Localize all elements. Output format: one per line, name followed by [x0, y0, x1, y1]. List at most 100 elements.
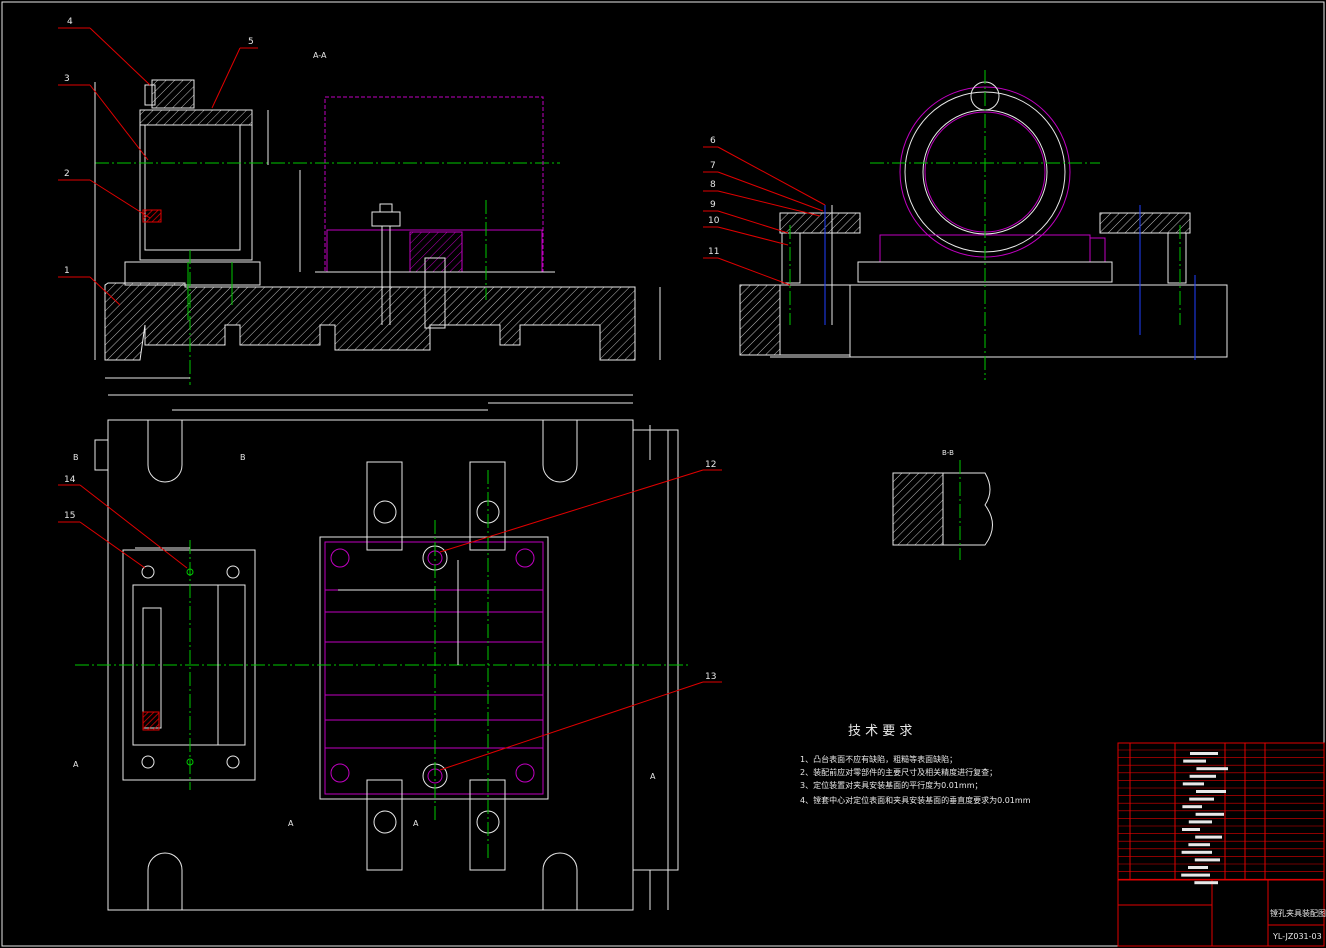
balloon-9: 9: [710, 200, 716, 210]
tech-req-title: 技 术 要 求: [848, 724, 912, 739]
parts-list-cell-mark: [1188, 820, 1212, 824]
parts-list-cell-mark: [1181, 873, 1210, 877]
balloon-leaders: [58, 27, 826, 771]
cut-marker-b-right: B: [240, 453, 246, 462]
screw-hole-4: [226, 755, 240, 769]
drawing-number: YL-JZ031-03: [1272, 932, 1322, 941]
nut: [371, 211, 401, 227]
drawing-name: 镗孔夹具装配图: [1270, 908, 1326, 918]
cut-marker-a-bottom-2: A: [413, 819, 419, 828]
tech-req-4: 4、镗套中心对定位表面和夹具安装基面的垂直度要求为0.01mm: [800, 795, 1031, 805]
parts-list-rows: [1118, 749, 1324, 885]
title-block: [1117, 742, 1325, 947]
u-slot-bottom-left: [147, 852, 183, 910]
base-plate: [104, 282, 636, 361]
parts-list-cell-mark: [1190, 752, 1218, 755]
top-key: [142, 711, 160, 731]
balloon-15: 15: [64, 511, 75, 521]
front-view: [94, 79, 661, 385]
parts-list-cell-mark: [1189, 774, 1216, 778]
side-clamp-right: [1099, 212, 1191, 234]
u-slot-top-right: [542, 420, 578, 483]
parts-list-cell-mark: [1182, 805, 1202, 809]
bb-section-hatch: [892, 472, 944, 546]
tech-req-2: 2、装配前应对零部件的主要尺寸及相关精度进行复查；: [800, 767, 997, 777]
balloon-14: 14: [64, 475, 76, 485]
screw-hole-2: [226, 565, 240, 579]
side-support-left: [781, 232, 801, 284]
cut-marker-a-right: A: [650, 772, 656, 781]
top-flange-right: [632, 429, 679, 871]
side-clamp-left: [779, 212, 861, 234]
screw-hole-1: [141, 565, 155, 579]
wp-hole-1: [330, 548, 350, 568]
top-workpiece: [324, 541, 544, 795]
balloon-11: 11: [708, 247, 719, 257]
balloon-13: 13: [705, 672, 716, 682]
screw-hole-3: [141, 755, 155, 769]
parts-list-cell-mark: [1188, 843, 1210, 847]
parts-list-cell-mark: [1189, 797, 1214, 801]
section-aa-label: A-A: [313, 51, 327, 60]
parts-list-cell-mark: [1194, 881, 1218, 885]
balloon-1: 1: [64, 266, 70, 276]
clamp-top-left: [366, 461, 403, 551]
bracket-foot: [124, 261, 261, 286]
bushing-cap: [139, 109, 253, 126]
wp-hole-4: [515, 763, 535, 783]
wp-hole-3: [330, 763, 350, 783]
balloon-6: 6: [710, 136, 716, 146]
top-ear-left: [94, 439, 109, 471]
support-pin: [424, 257, 446, 329]
side-support-right: [1167, 232, 1187, 284]
section-bb-view: [892, 460, 993, 560]
nut-top: [379, 203, 393, 213]
balloon-10: 10: [708, 216, 720, 226]
bushing-body: [144, 124, 241, 251]
side-view: [739, 70, 1228, 380]
parts-list-cell-mark: [1194, 858, 1220, 862]
balloon-7: 7: [710, 161, 716, 171]
parts-list-cell-mark: [1182, 828, 1200, 831]
top-view: [75, 394, 690, 911]
parts-list-cell-mark: [1182, 782, 1204, 786]
section-bb-label: B-B: [942, 449, 954, 457]
clamp-screw: [151, 79, 195, 109]
side-base-plate: [849, 284, 1228, 358]
top-fixture-plate: [319, 536, 549, 800]
clamp-nut-3: [373, 810, 397, 834]
key-part: [142, 209, 162, 223]
balloon-4: 4: [67, 17, 73, 27]
cut-marker-a-bottom: A: [288, 819, 294, 828]
tech-req-3: 3、定位装置对夹具安装基面的平行度为0.01mm；: [800, 780, 983, 790]
parts-list-cell-mark: [1181, 850, 1212, 854]
parts-list-cell-mark: [1195, 835, 1222, 839]
tech-req-1: 1、凸台表面不应有缺陷，粗糙等表面缺陷；: [800, 754, 957, 764]
balloon-3: 3: [64, 74, 70, 84]
parts-list-cell-mark: [1195, 812, 1224, 816]
balloon-5: 5: [248, 37, 254, 47]
clamp-nut-1: [373, 500, 397, 524]
parts-list-cell-mark: [1183, 759, 1206, 763]
bushing-housing: [139, 109, 253, 261]
balloon-12: 12: [705, 460, 716, 470]
parts-list-frame: [1117, 742, 1325, 947]
cut-marker-a-left: A: [73, 760, 79, 769]
top-bushing-slot: [142, 607, 162, 729]
clamp-bottom-left: [366, 779, 403, 871]
parts-list-cell-mark: [1196, 767, 1228, 771]
side-base-section: [739, 284, 781, 356]
balloon-2: 2: [64, 169, 70, 179]
workpiece-foot: [879, 234, 1106, 263]
balloon-8: 8: [710, 180, 716, 190]
workpiece-section: [409, 231, 463, 273]
wp-hole-2: [515, 548, 535, 568]
parts-list-cell-mark: [1196, 790, 1226, 793]
u-slot-bottom-right: [542, 852, 578, 910]
parts-list-cell-mark: [1188, 866, 1208, 869]
u-slot-top-left: [147, 420, 183, 483]
bb-section-outline: [942, 472, 993, 546]
cut-marker-b-left: B: [73, 453, 79, 462]
